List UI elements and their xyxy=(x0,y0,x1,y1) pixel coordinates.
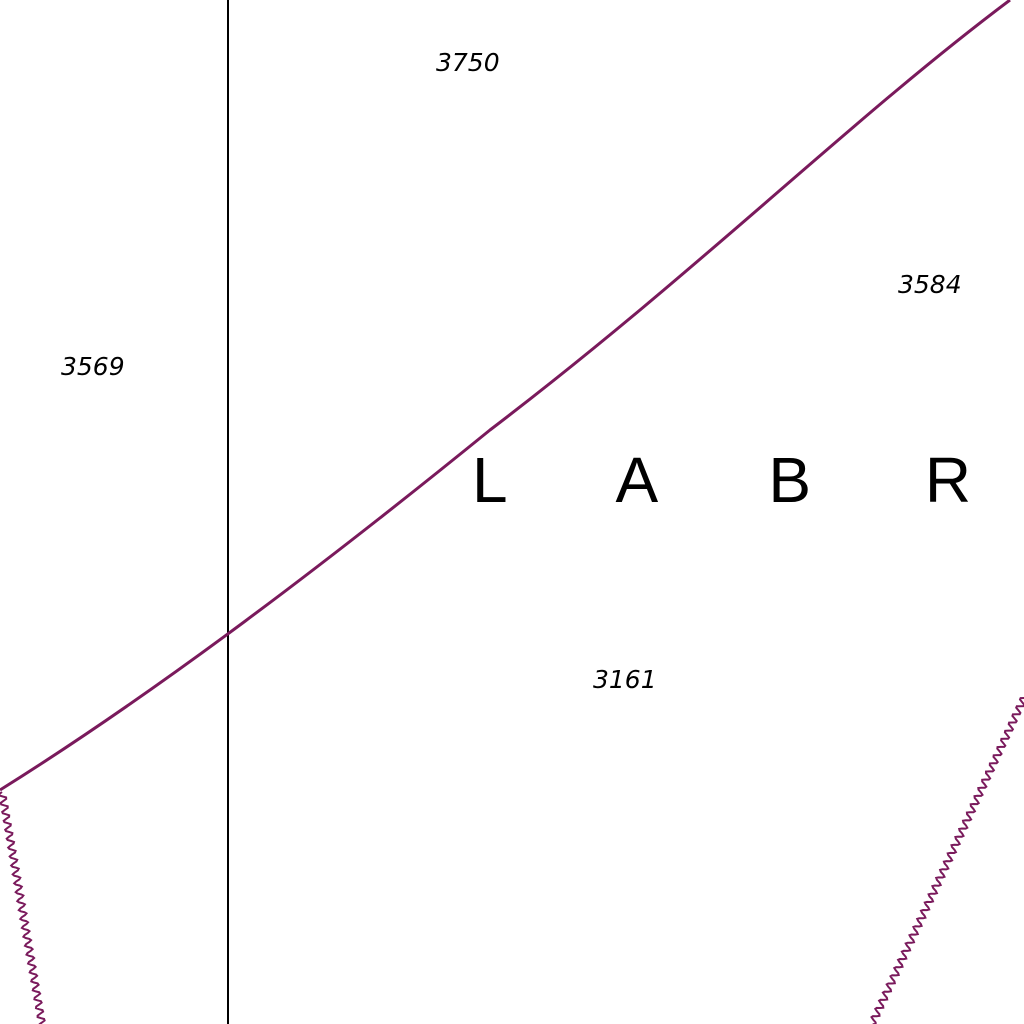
region-label: L A B R A D O xyxy=(472,444,1024,516)
sounding-3750: 3750 xyxy=(436,48,500,77)
sounding-3161: 3161 xyxy=(593,665,657,694)
wavy-limit-line-left xyxy=(0,791,46,1024)
boundary-curve xyxy=(0,0,1011,792)
wavy-limit-line-right xyxy=(870,697,1024,1024)
sounding-3584: 3584 xyxy=(898,270,962,299)
sounding-3569: 3569 xyxy=(61,352,125,381)
